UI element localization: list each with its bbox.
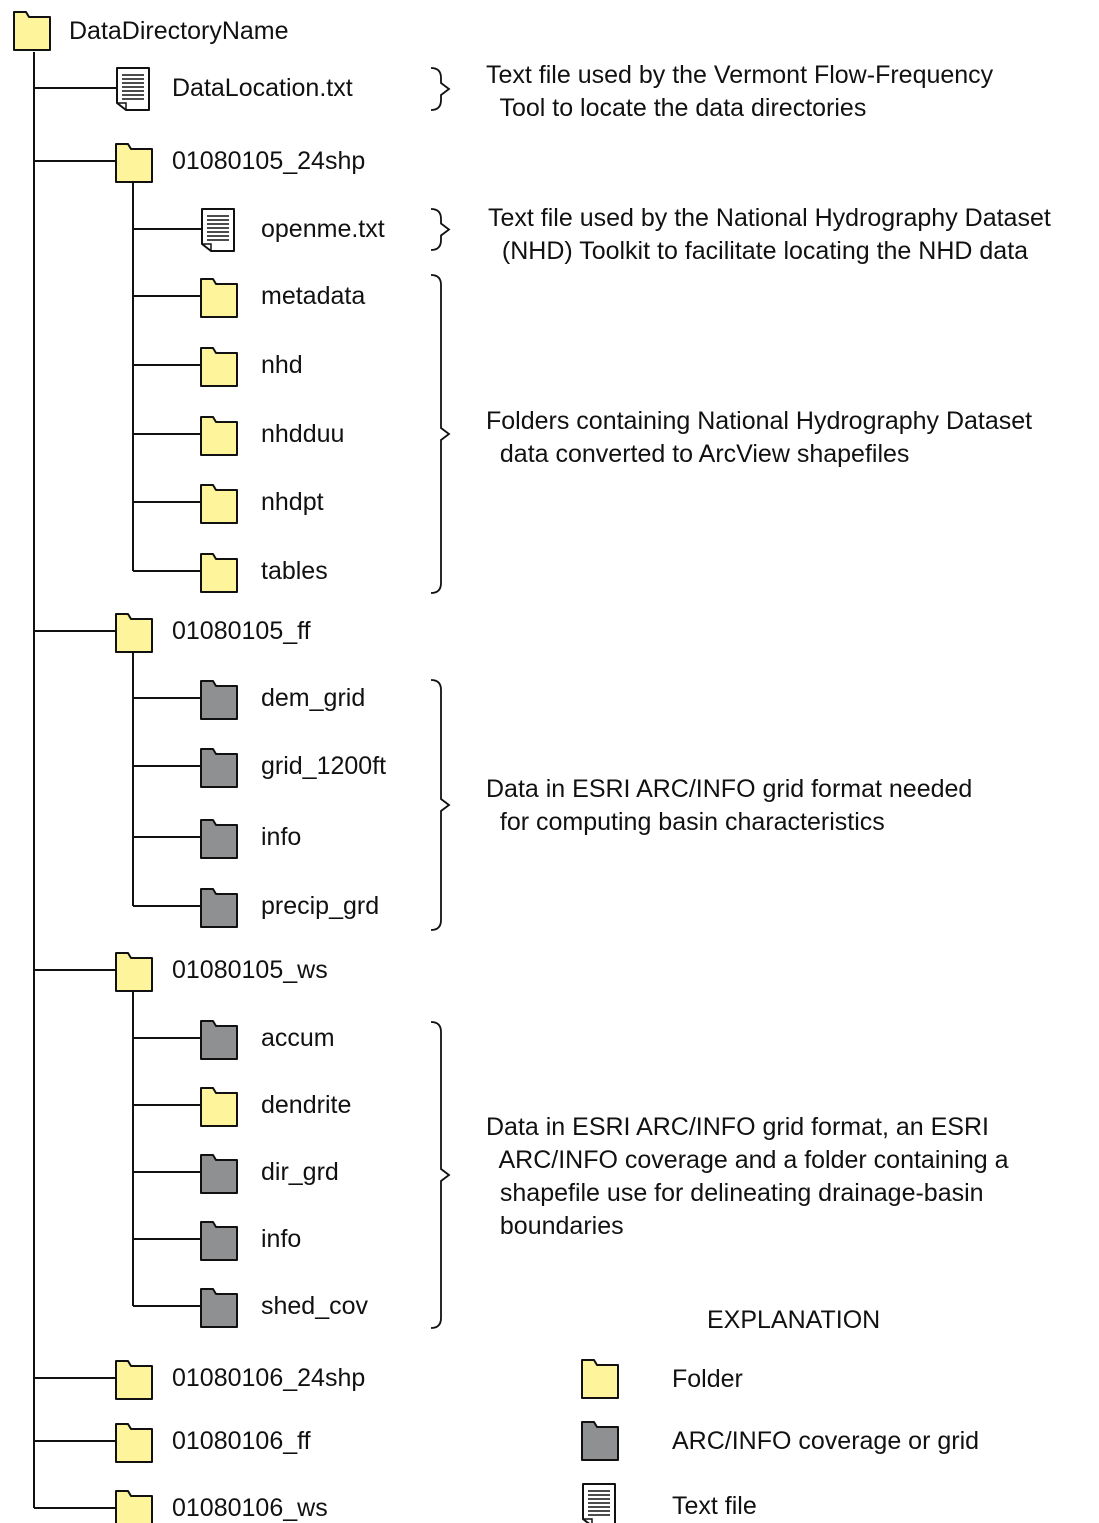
- tree-connector-lines: [33, 52, 201, 1509]
- brace-1: [430, 67, 451, 111]
- item-label-01080106-ff: 01080106_ff: [172, 1427, 311, 1455]
- child-label-dendrite: dendrite: [261, 1091, 352, 1119]
- root-folder-label: DataDirectoryName: [69, 17, 289, 45]
- description-5-line-4: boundaries: [486, 1212, 624, 1240]
- child-label-info: info: [261, 1225, 302, 1253]
- folder-icon: [200, 1087, 238, 1127]
- brace-5: [430, 1021, 451, 1329]
- grid-folder-icon: [200, 819, 238, 859]
- grid-folder-icon: [200, 748, 238, 788]
- folder-icon: [200, 416, 238, 456]
- item-label-01080105-ws: 01080105_ws: [172, 956, 328, 984]
- folder-icon: [115, 952, 153, 992]
- explanation-title: EXPLANATION: [707, 1306, 881, 1334]
- item-label-01080106-ws: 01080106_ws: [172, 1494, 328, 1522]
- folder-icon: [200, 278, 238, 318]
- description-5-line-2: ARC/INFO coverage and a folder containin…: [486, 1146, 1009, 1174]
- folder-icon: [200, 553, 238, 593]
- item-label-01080106-24shp: 01080106_24shp: [172, 1364, 366, 1392]
- child-label-nhd: nhd: [261, 351, 303, 379]
- child-label-accum: accum: [261, 1024, 335, 1052]
- child-label-nhdpt: nhdpt: [261, 488, 324, 516]
- description-2-line-1: Text file used by the National Hydrograp…: [488, 204, 1051, 232]
- legend-label-folder: Folder: [672, 1365, 743, 1393]
- child-label-nhdduu: nhdduu: [261, 420, 345, 448]
- folder-icon: [115, 1360, 153, 1400]
- grid-folder-icon: [200, 1020, 238, 1060]
- child-label-precip-grd: precip_grd: [261, 892, 380, 920]
- legend-label-arc-info-coverage-or-grid: ARC/INFO coverage or grid: [672, 1427, 980, 1455]
- text-file-icon: [116, 67, 150, 111]
- brace-4: [430, 679, 451, 931]
- description-5-line-3: shapefile use for delineating drainage-b…: [486, 1179, 984, 1207]
- description-3-line-2: data converted to ArcView shapefiles: [486, 440, 910, 468]
- text-file-icon: [201, 208, 235, 252]
- legend-label-text-file: Text file: [672, 1492, 757, 1520]
- brace-3: [430, 274, 451, 594]
- item-label-01080105-24shp: 01080105_24shp: [172, 147, 366, 175]
- description-1-line-2: Tool to locate the data directories: [486, 94, 867, 122]
- grid-folder-icon: [200, 888, 238, 928]
- folder-icon: [115, 1423, 153, 1463]
- grid-folder-icon: [200, 1288, 238, 1328]
- grid-folder-icon: [200, 1221, 238, 1261]
- legend-text-file-icon: [582, 1483, 616, 1523]
- item-label-datalocation-txt: DataLocation.txt: [172, 74, 353, 102]
- folder-icon: [115, 1490, 153, 1523]
- grid-folder-icon: [200, 1154, 238, 1194]
- item-label-01080105-ff: 01080105_ff: [172, 617, 311, 645]
- grid-folder-icon: [200, 680, 238, 720]
- child-label-info: info: [261, 823, 302, 851]
- folder-icon: [200, 484, 238, 524]
- brace-2: [430, 208, 451, 251]
- folder-icon: [115, 143, 153, 183]
- description-2-line-2: (NHD) Toolkit to facilitate locating the…: [488, 237, 1029, 265]
- child-label-grid-1200ft: grid_1200ft: [261, 752, 387, 780]
- description-4-line-2: for computing basin characteristics: [486, 808, 885, 836]
- child-label-dir-grd: dir_grd: [261, 1158, 339, 1186]
- folder-icon: [200, 347, 238, 387]
- child-label-shed-cov: shed_cov: [261, 1292, 369, 1320]
- description-5-line-1: Data in ESRI ARC/INFO grid format, an ES…: [486, 1113, 989, 1141]
- folder-icon: [115, 613, 153, 653]
- description-3-line-1: Folders containing National Hydrography …: [486, 407, 1033, 435]
- child-label-openme-txt: openme.txt: [261, 215, 385, 243]
- description-braces: [430, 67, 451, 1329]
- description-4-line-1: Data in ESRI ARC/INFO grid format needed: [486, 775, 973, 803]
- legend-grid-folder-icon: [581, 1421, 619, 1461]
- tree-icons: [13, 11, 619, 1523]
- child-label-metadata: metadata: [261, 282, 366, 310]
- legend-folder-icon: [581, 1359, 619, 1399]
- description-1-line-1: Text file used by the Vermont Flow-Frequ…: [486, 61, 994, 89]
- child-label-tables: tables: [261, 557, 328, 585]
- child-label-dem-grid: dem_grid: [261, 684, 366, 712]
- folder-icon: [13, 11, 51, 51]
